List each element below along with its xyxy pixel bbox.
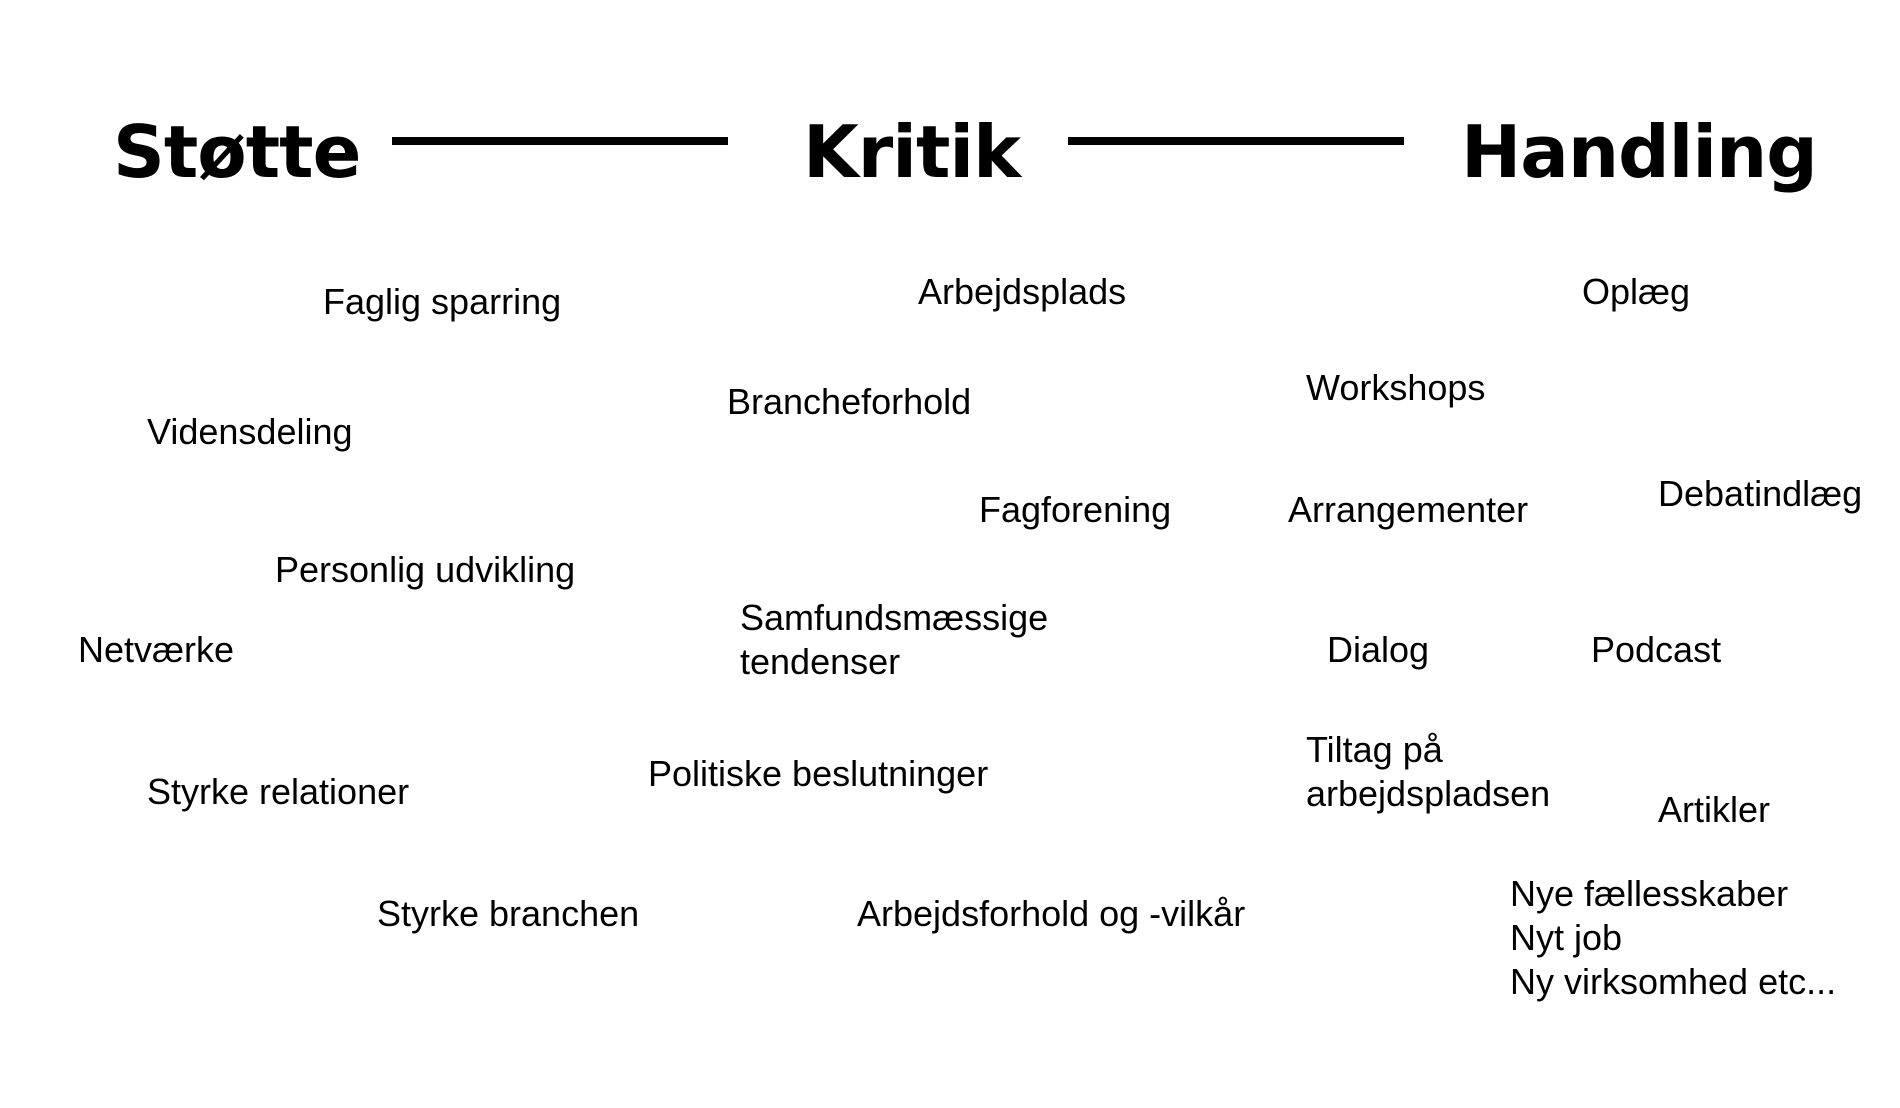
item-faglig-sparring: Faglig sparring: [323, 281, 562, 322]
item-tiltag-line1: Tiltag på: [1306, 729, 1443, 770]
item-dialog: Dialog: [1327, 629, 1430, 670]
item-politiske-beslutninger: Politiske beslutninger: [648, 753, 989, 794]
item-nye-line1: Nye fællesskaber: [1510, 873, 1789, 914]
item-workshops: Workshops: [1306, 367, 1486, 408]
heading-handling: Handling: [1461, 110, 1818, 194]
item-arbejdsplads: Arbejdsplads: [918, 271, 1127, 312]
item-vidensdeling: Vidensdeling: [147, 411, 353, 452]
connector-line-left: [392, 137, 728, 145]
item-samfundsmaessige-tendenser: Samfundsmæssige tendenser: [740, 596, 1048, 684]
item-personlig-udvikling: Personlig udvikling: [275, 549, 576, 590]
heading-stotte: Støtte: [113, 110, 361, 194]
item-arrangementer: Arrangementer: [1288, 489, 1529, 530]
item-samfundsmaessige-line1: Samfundsmæssige: [740, 597, 1049, 638]
item-tiltag-paa-arbejdspladsen: Tiltag på arbejdspladsen: [1306, 728, 1550, 816]
item-samfundsmaessige-line2: tendenser: [740, 641, 901, 682]
heading-kritik: Kritik: [803, 110, 1021, 194]
item-tiltag-line2: arbejdspladsen: [1306, 773, 1551, 814]
item-oplaeg: Oplæg: [1582, 271, 1691, 312]
item-styrke-branchen: Styrke branchen: [377, 893, 640, 934]
item-nye-line2: Nyt job: [1510, 917, 1623, 958]
item-nye-faellesskaber: Nye fællesskaber Nyt job Ny virksomhed e…: [1510, 872, 1836, 1004]
item-styrke-relationer: Styrke relationer: [147, 771, 410, 812]
item-nye-line3: Ny virksomhed etc...: [1510, 961, 1837, 1002]
item-brancheforhold: Brancheforhold: [727, 381, 972, 422]
item-debatindlaeg: Debatindlæg: [1658, 473, 1863, 514]
connector-line-right: [1068, 137, 1404, 145]
item-fagforening: Fagforening: [979, 489, 1172, 530]
item-artikler: Artikler: [1658, 789, 1771, 830]
item-arbejdsforhold: Arbejdsforhold og -vilkår: [857, 893, 1246, 934]
item-netvaerke: Netværke: [78, 629, 235, 670]
item-podcast: Podcast: [1591, 629, 1722, 670]
